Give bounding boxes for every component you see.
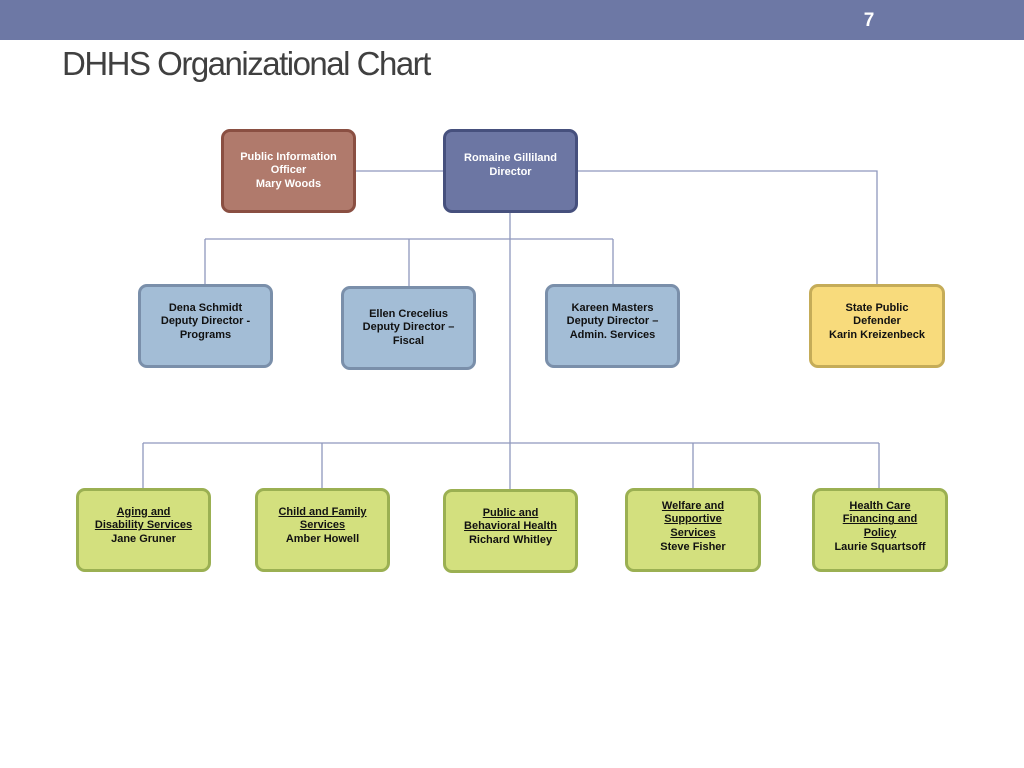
deputy-name: Dena Schmidt: [168, 301, 243, 314]
pio-line-1: Public Information: [240, 150, 337, 163]
pio-name: Mary Woods: [255, 177, 322, 190]
director-title: Director: [489, 166, 532, 178]
division-box-health-care: Health Care Financing and Policy Laurie …: [812, 488, 948, 572]
pio-box: Public Information Officer Mary Woods: [221, 129, 356, 213]
director-name: Romaine Gilliland: [464, 152, 557, 165]
deputy-area: Admin. Services: [569, 328, 656, 341]
page-number: 7: [863, 10, 875, 31]
deputy-area: Fiscal: [392, 334, 425, 347]
division-name-line: Welfare and: [661, 499, 725, 512]
deputy-box-admin: Kareen Masters Deputy Director – Admin. …: [545, 284, 680, 368]
division-name-line: Policy: [863, 527, 897, 539]
deputy-box-fiscal: Ellen Crecelius Deputy Director – Fiscal: [341, 286, 476, 370]
division-box-welfare: Welfare and Supportive Services Steve Fi…: [625, 488, 761, 572]
division-name-line: Aging and: [116, 505, 171, 518]
division-name-line: Health Care: [849, 499, 911, 512]
division-head: Amber Howell: [285, 532, 360, 545]
division-head: Jane Gruner: [111, 532, 176, 545]
division-box-child-family: Child and Family Services Amber Howell: [255, 488, 390, 572]
division-name-line: Services: [299, 519, 346, 532]
connector-defender: [577, 170, 878, 285]
division-name-line: Disability Services: [94, 519, 193, 532]
director-box: Romaine Gilliland Director: [443, 129, 578, 213]
division-head: Richard Whitley: [468, 533, 553, 546]
defender-line-1: State Public: [845, 301, 909, 314]
deputy-name: Ellen Crecelius: [369, 307, 448, 320]
division-name-line: Behavioral Health: [464, 520, 557, 533]
defender-name: Karin Kreizenbeck: [829, 328, 925, 341]
pio-line-2: Officer: [270, 164, 307, 177]
division-head: Steve Fisher: [660, 540, 726, 553]
division-name-line: Services: [670, 527, 716, 539]
deputy-title: Deputy Director –: [362, 321, 455, 334]
deputy-title: Deputy Director -: [160, 315, 251, 328]
deputy-box-programs: Dena Schmidt Deputy Director - Programs: [138, 284, 273, 368]
division-box-public-behavioral: Public and Behavioral Health Richard Whi…: [443, 489, 578, 573]
division-name-line: Child and Family: [278, 505, 367, 518]
defender-line-2: Defender: [853, 315, 901, 328]
header-bar: 7: [0, 0, 1024, 40]
division-name-line: Supportive: [664, 513, 722, 526]
deputy-area: Programs: [179, 328, 232, 341]
division-name-line: Financing and: [842, 513, 918, 526]
deputy-title: Deputy Director –: [566, 315, 659, 328]
defender-box: State Public Defender Karin Kreizenbeck: [809, 284, 945, 368]
division-box-aging: Aging and Disability Services Jane Grune…: [76, 488, 211, 572]
division-head: Laurie Squartsoff: [834, 540, 926, 553]
division-name-line: Public and: [482, 506, 539, 519]
page-title: DHHS Organizational Chart: [62, 45, 431, 82]
deputy-name: Kareen Masters: [571, 301, 654, 314]
